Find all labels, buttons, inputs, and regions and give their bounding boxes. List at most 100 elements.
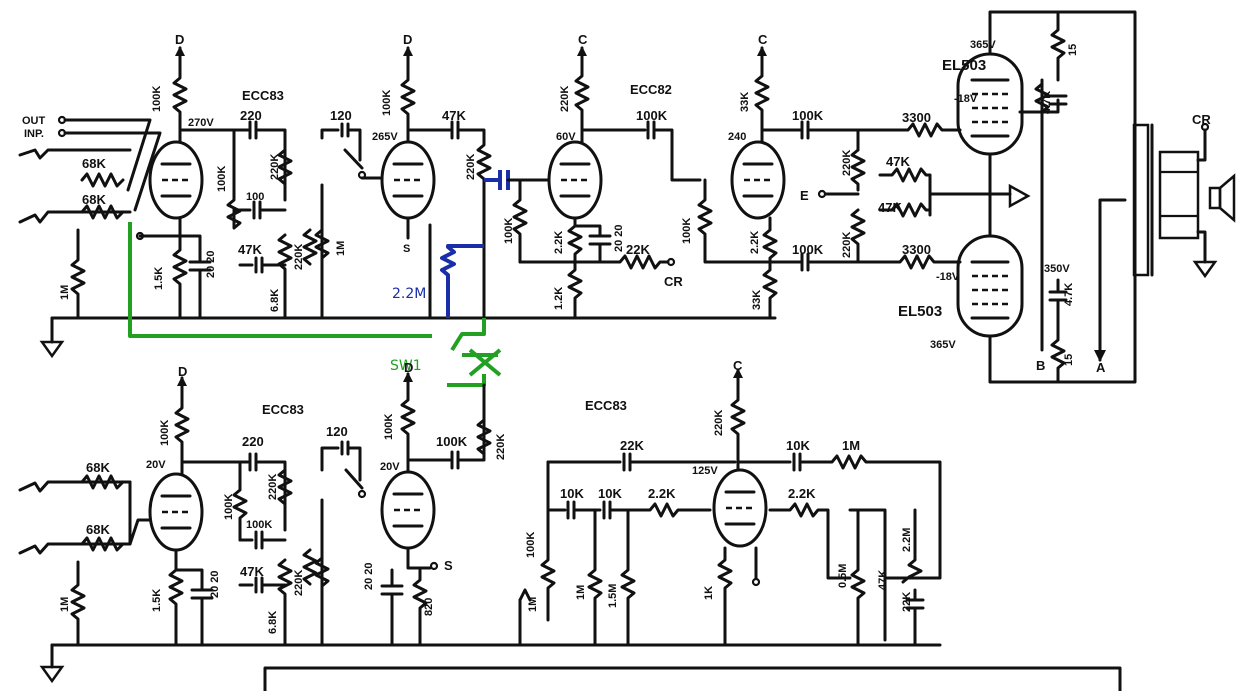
- label-10k-a: 10K: [560, 486, 584, 501]
- input-jack-1: [18, 148, 132, 160]
- sw1-label: SW1: [390, 358, 422, 374]
- supply-c-2: C: [758, 32, 768, 47]
- label-100k-cap-v2c: 100K: [792, 242, 824, 257]
- label-220k-v5: 220K: [267, 474, 279, 500]
- label-220k-v5c: 220K: [495, 434, 507, 460]
- label-47k-c: 4.7K: [1063, 283, 1075, 306]
- label-68k-v5: 6.8K: [267, 611, 279, 634]
- label-100k-cap-v2b: 100K: [792, 108, 824, 123]
- supply-c-3: C: [733, 358, 743, 373]
- label-68k-v1: 6.8K: [269, 289, 281, 312]
- label-47k-cap: 47K: [442, 108, 466, 123]
- el503-label-2: EL503: [898, 303, 942, 320]
- sw1-wire: [128, 222, 432, 338]
- ecc83-label-1: ECC83: [242, 88, 284, 103]
- supply-a: A: [1096, 360, 1106, 375]
- tube-el503-bottom: [956, 234, 1024, 338]
- supply-s-2: S: [444, 558, 453, 573]
- label-220k-v1c: 220K: [293, 244, 305, 270]
- label-1m-v6: 1M: [527, 597, 539, 612]
- input-jack-2: [18, 210, 132, 224]
- label-3300-b: 3300: [902, 242, 931, 257]
- label-15-b: 15: [1063, 354, 1075, 366]
- label-120-cap-1: 120: [330, 108, 352, 123]
- label-220k-v2b: 220K: [559, 86, 571, 112]
- tube-ecc82: [547, 140, 603, 220]
- label-220k-v5b: 220K: [293, 570, 305, 596]
- output-transformer: [1132, 123, 1200, 277]
- volt-v5b: 20V: [380, 461, 400, 473]
- label-1m-b: 1M: [59, 597, 71, 612]
- tube-ecc83-v5: [148, 472, 204, 552]
- supply-d-3: D: [178, 364, 187, 379]
- tube-ecc82-b: [730, 140, 786, 220]
- label-100k-v2c: 100K: [503, 218, 515, 244]
- volt-v4p: 365V: [930, 339, 956, 351]
- volt-v3g: -18V: [954, 93, 978, 105]
- volt-v2a: 60V: [556, 131, 576, 143]
- label-47k-v1: 47K: [238, 242, 262, 257]
- label-47k-ps1: 47K: [886, 154, 910, 169]
- label-220-cap-2: 220: [242, 434, 264, 449]
- speaker-icon: [1208, 173, 1236, 223]
- supply-e: E: [800, 188, 809, 203]
- label-100k-v1b: 100K: [216, 166, 228, 192]
- label-1m-input: 1M: [59, 285, 71, 300]
- label-68k-b: 68K: [82, 192, 106, 207]
- label-2020-v2: 20 20: [613, 224, 625, 252]
- tube-ecc83-v1b: [380, 140, 436, 220]
- label-33k-v2c: 33K: [751, 290, 763, 310]
- ecc82-label: ECC82: [630, 82, 672, 97]
- label-100k-cap-v2: 100K: [636, 108, 668, 123]
- supply-d-4: D: [404, 360, 413, 375]
- supply-cr-2: CR: [1192, 112, 1211, 127]
- label-22k-v6: 22K: [620, 438, 644, 453]
- volt-v1a: 270V: [188, 117, 214, 129]
- label-100-cap-1: 100: [246, 191, 264, 203]
- ecc83-label-3: ECC83: [585, 398, 627, 413]
- label-68k-d: 68K: [86, 522, 110, 537]
- label-15k-v1: 1.5K: [153, 267, 165, 290]
- label-15m: 1.5M: [607, 584, 619, 608]
- label-1k-v6: 1K: [703, 586, 715, 600]
- label-220k-v1: 220K: [269, 154, 281, 180]
- label-100k-v5b: 100K: [223, 494, 235, 520]
- label-2-2m-added: 2.2M: [392, 286, 426, 302]
- label-15-a: 15: [1067, 44, 1079, 56]
- label-100k-v6: 100K: [525, 532, 537, 558]
- sw1-cross-icon: [468, 348, 502, 377]
- label-220-cap-1: 220: [240, 108, 262, 123]
- volt-v6: 125V: [692, 465, 718, 477]
- supply-cr-1: CR: [664, 274, 683, 289]
- label-22k-cr: 22K: [626, 242, 650, 257]
- label-1m-v1: 1M: [335, 241, 347, 256]
- supply-c-1: C: [578, 32, 588, 47]
- bottom-frame: [263, 666, 1122, 691]
- inp-label: INP.: [24, 128, 44, 140]
- label-47k-ps2: 47K: [878, 200, 902, 215]
- label-2020-v5b: 20 20: [363, 562, 375, 590]
- label-22k-v6b: 2.2K: [648, 486, 676, 501]
- label-100k-v2d: 100K: [681, 218, 693, 244]
- supply-d-2: D: [403, 32, 412, 47]
- label-47k-v5: 47K: [240, 564, 264, 579]
- tube-ecc83-v1: [148, 140, 204, 220]
- volt-v4k: 350V: [1044, 263, 1070, 275]
- label-220k-ps2: 220K: [841, 232, 853, 258]
- supply-d-1: D: [175, 32, 184, 47]
- label-10k-b: 10K: [598, 486, 622, 501]
- label-820: 820: [423, 598, 435, 616]
- label-2020-v5: 20 20: [209, 570, 221, 598]
- label-10k-c: 10K: [786, 438, 810, 453]
- label-68k-a: 68K: [82, 156, 106, 171]
- label-220k-v6: 220K: [713, 410, 725, 436]
- volt-v5a: 20V: [146, 459, 166, 471]
- label-2020-v1: 20 20: [205, 250, 217, 278]
- label-220k-ps1: 220K: [841, 150, 853, 176]
- label-68k-c: 68K: [86, 460, 110, 475]
- added-2-2m-resistor: [440, 244, 484, 318]
- volt-v2b: 240: [728, 131, 746, 143]
- label-120-cap-2: 120: [326, 424, 348, 439]
- volt-v4g: -18V: [936, 271, 960, 283]
